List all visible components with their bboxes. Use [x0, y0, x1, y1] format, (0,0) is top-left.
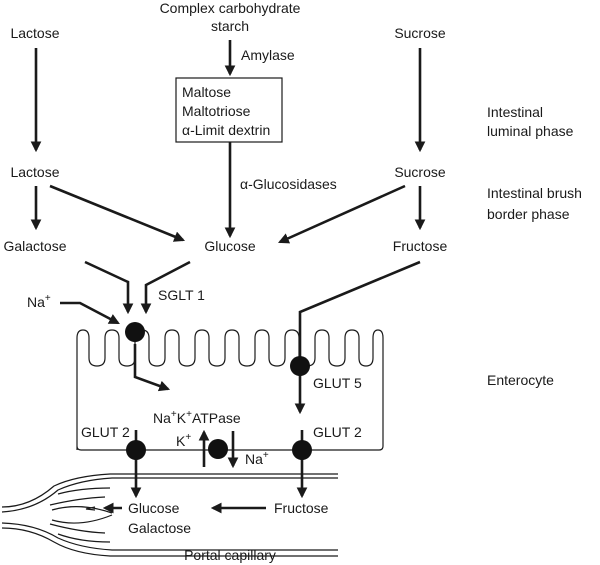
sucrose-mid-label: Sucrose — [394, 164, 446, 180]
box-item-maltotriose: Maltotriose — [182, 103, 251, 119]
galactose-label: Galactose — [3, 238, 66, 254]
na-k-atpase-pump — [208, 439, 228, 459]
phase-luminal-line1: Intestinal — [487, 104, 543, 120]
lactose-to-glucose-arrow — [49, 184, 186, 242]
starch-label-line2: starch — [211, 18, 249, 34]
galactose-to-sglt1-arrow — [84, 260, 134, 315]
glut5-label: GLUT 5 — [313, 375, 362, 391]
na-in-label: Na+ — [27, 293, 51, 310]
lactose-top-label: Lactose — [10, 25, 59, 41]
box-item-maltose: Maltose — [182, 84, 231, 100]
phase-luminal-line2: luminal phase — [487, 123, 574, 139]
glucose-label: Glucose — [204, 238, 256, 254]
portal-capillary-label: Portal capillary — [184, 547, 276, 563]
glut2-right-transporter — [292, 440, 312, 460]
k-label: K+ — [176, 432, 191, 449]
oligosaccharide-box — [175, 77, 283, 143]
lactose-mid-label: Lactose — [10, 164, 59, 180]
enterocyte-cell-outline — [76, 329, 384, 451]
na-k-atpase-label: Na+K+ATPase — [153, 409, 241, 426]
phase-enterocyte: Enterocyte — [487, 372, 554, 388]
glut2-right-label: GLUT 2 — [313, 424, 362, 440]
portal-capillary-vessel — [1, 473, 338, 557]
phase-brush-line1: Intestinal brush — [487, 185, 582, 201]
box-item-limit-dextrin: α-Limit dextrin — [182, 122, 270, 138]
sucrose-top-label: Sucrose — [394, 25, 446, 41]
fructose-to-glut5-arrow — [294, 260, 421, 415]
na-out-label: Na+ — [245, 450, 269, 467]
sglt1-transporter — [125, 322, 145, 342]
starch-label-line1: Complex carbohydrate — [160, 0, 301, 16]
capillary-galactose-label: Galactose — [128, 520, 191, 536]
phase-brush-line2: border phase — [487, 206, 570, 222]
sucrose-to-glucose-arrow — [278, 184, 406, 244]
capillary-glucose-label: Glucose — [128, 500, 180, 516]
glut2-left-transporter — [126, 440, 146, 460]
glucose-to-sglt1-arrow — [140, 260, 191, 315]
fructose-label: Fructose — [393, 238, 448, 254]
sglt1-label: SGLT 1 — [158, 287, 205, 303]
na-to-sglt1-arrow — [60, 301, 120, 325]
glut5-transporter — [290, 356, 310, 376]
sglt1-into-cell-arrow — [133, 344, 171, 392]
glut2-left-label: GLUT 2 — [81, 424, 130, 440]
capillary-fructose-label: Fructose — [274, 500, 329, 516]
glucosidases-label: α-Glucosidases — [240, 176, 337, 192]
amylase-label: Amylase — [241, 47, 295, 63]
